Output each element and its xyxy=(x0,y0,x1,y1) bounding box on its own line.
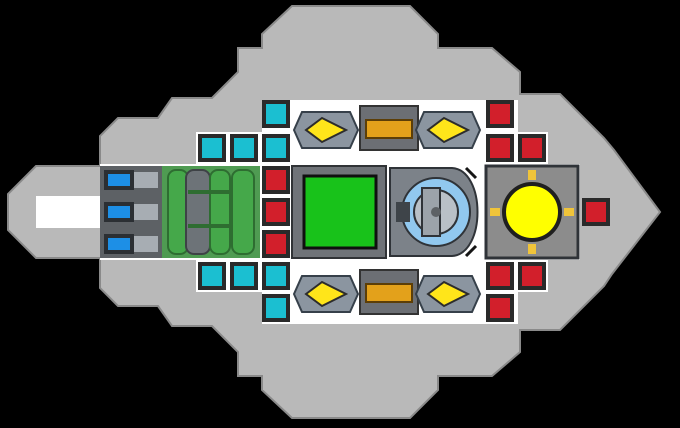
thruster-icon xyxy=(104,170,158,254)
weapon-top-left[interactable] xyxy=(292,111,360,149)
weapon-top-right[interactable] xyxy=(414,111,482,149)
weapon-bottom-middle[interactable] xyxy=(359,269,419,315)
hatch-marks xyxy=(464,166,478,258)
red-nodes xyxy=(262,100,610,322)
weapon-bottom-left[interactable] xyxy=(292,275,360,313)
weapon-top-middle[interactable] xyxy=(359,105,419,151)
cyan-nodes xyxy=(198,100,290,322)
weapon-bottom-right[interactable] xyxy=(414,275,482,313)
turret-room[interactable] xyxy=(389,167,479,257)
reactor-module[interactable] xyxy=(484,164,580,260)
pipe-module[interactable] xyxy=(162,166,260,258)
shield-room[interactable] xyxy=(291,165,387,259)
engine-module[interactable] xyxy=(100,166,162,258)
